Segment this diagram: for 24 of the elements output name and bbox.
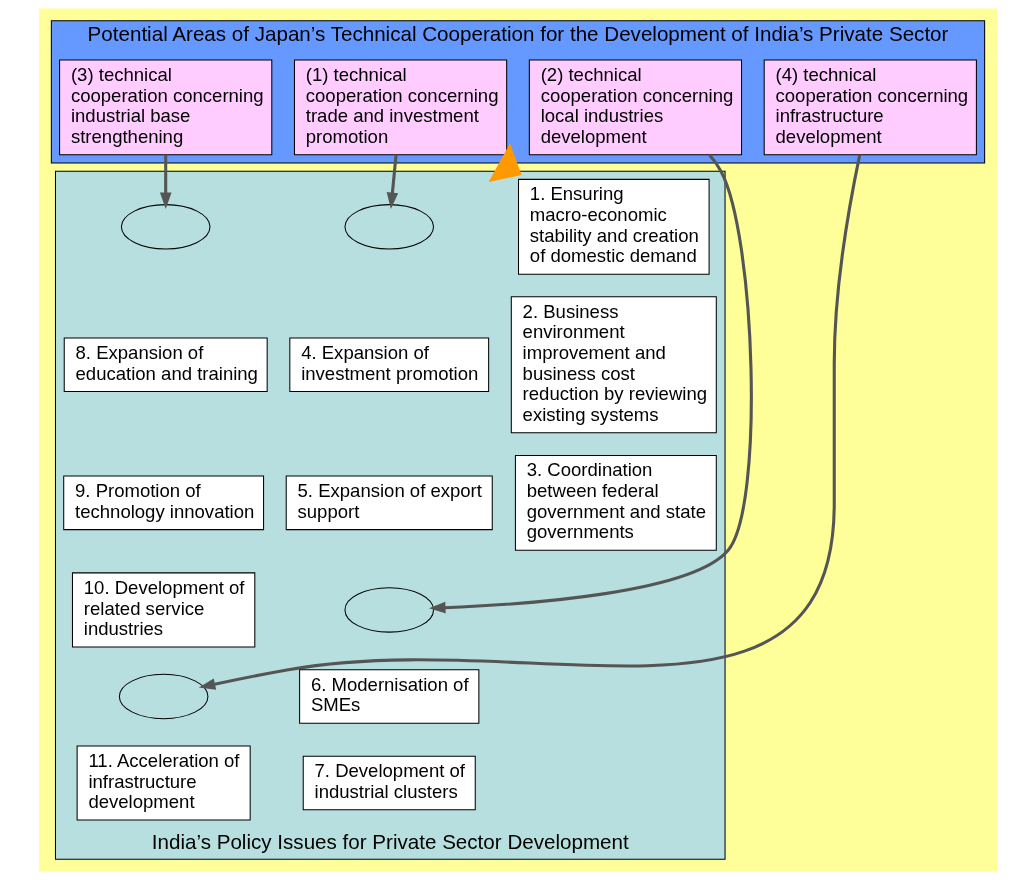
node-box: 8. Expansion of education and training [63,337,268,393]
node-box: (4) technical cooperation concerning infrastructure development [763,59,977,156]
node-box: 5. Expansion of export support [285,475,493,531]
node-ellipse [118,673,209,720]
node-box: 7. Development of industrial clusters [302,755,476,811]
node-box: 11. Acceleration of infrastructure development [76,745,251,821]
node-box: (3) technical cooperation concerning industrial base strengthening [59,59,273,156]
node-box: 9. Promotion of technology innovation [63,475,265,531]
node-ellipse [120,204,211,250]
arrow [488,143,522,183]
arrow [159,154,172,210]
arrow [428,153,753,614]
arrow [386,154,399,210]
node-box: (2) technical cooperation concerning local industries development [528,59,743,156]
node-box: (1) technical cooperation concerning trade and investment promotion [293,59,508,156]
node-box: 4. Expansion of investment promotion [289,337,490,393]
node-box: 3. Coordination between federal government and state governments [514,454,717,551]
node-box: 6. Modernisation of SMEs [299,669,480,724]
node-box: 2. Business environment improvement and business cost reduction by reviewing existing systems [510,296,717,434]
node-ellipse [344,204,435,250]
node-ellipse [344,587,435,633]
node-box: 10. Development of related service industries [71,572,256,648]
arrow [198,154,862,690]
node-box: 1. Ensuring macro-economic stability and creation of domestic demand [518,178,710,275]
